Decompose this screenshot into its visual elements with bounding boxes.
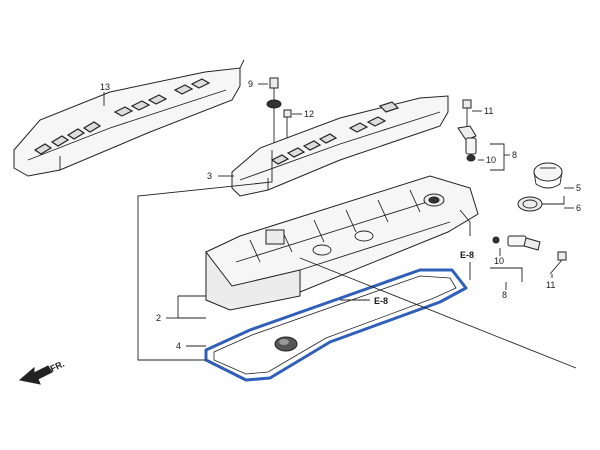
- front-label: FR.: [49, 359, 66, 374]
- callout-8-top: 8: [512, 150, 517, 160]
- cover-13-lettering: [33, 78, 211, 155]
- engine-cover-13[interactable]: [13, 59, 245, 177]
- head-cover-2[interactable]: [205, 175, 479, 311]
- bolt-11-top[interactable]: [462, 99, 472, 130]
- callout-8-bottom: 8: [502, 290, 507, 300]
- bolt-12[interactable]: [283, 109, 292, 140]
- cover-3-lettering: [270, 101, 400, 165]
- pcv-valve-top[interactable]: [457, 125, 477, 162]
- ref-e8-right: E-8: [460, 250, 474, 260]
- bolt-9[interactable]: [266, 77, 282, 150]
- cap-seal-6[interactable]: [517, 196, 543, 212]
- callout-3: 3: [207, 171, 212, 181]
- callout-5: 5: [576, 183, 581, 193]
- pcv-valve-bottom[interactable]: [492, 235, 541, 251]
- ref-e8-left: E-8: [374, 296, 388, 306]
- bolt-11-bottom[interactable]: [549, 251, 567, 275]
- callout-6: 6: [576, 203, 581, 213]
- callout-13: 13: [100, 82, 110, 92]
- oil-filler-cap-5[interactable]: [533, 162, 563, 189]
- callout-4: 4: [176, 341, 181, 351]
- callout-9: 9: [248, 79, 253, 89]
- callout-12: 12: [304, 109, 314, 119]
- front-direction-arrow-icon: FR.: [18, 359, 66, 385]
- callout-11-top: 11: [484, 106, 493, 116]
- callout-10-top: 10: [486, 155, 496, 165]
- callout-10-bottom: 10: [494, 256, 504, 266]
- callout-2: 2: [156, 313, 161, 323]
- engine-cover-3[interactable]: [231, 95, 449, 197]
- head-cover-gasket-4[interactable]: [204, 268, 468, 382]
- callout-11-bottom: 11: [546, 280, 555, 290]
